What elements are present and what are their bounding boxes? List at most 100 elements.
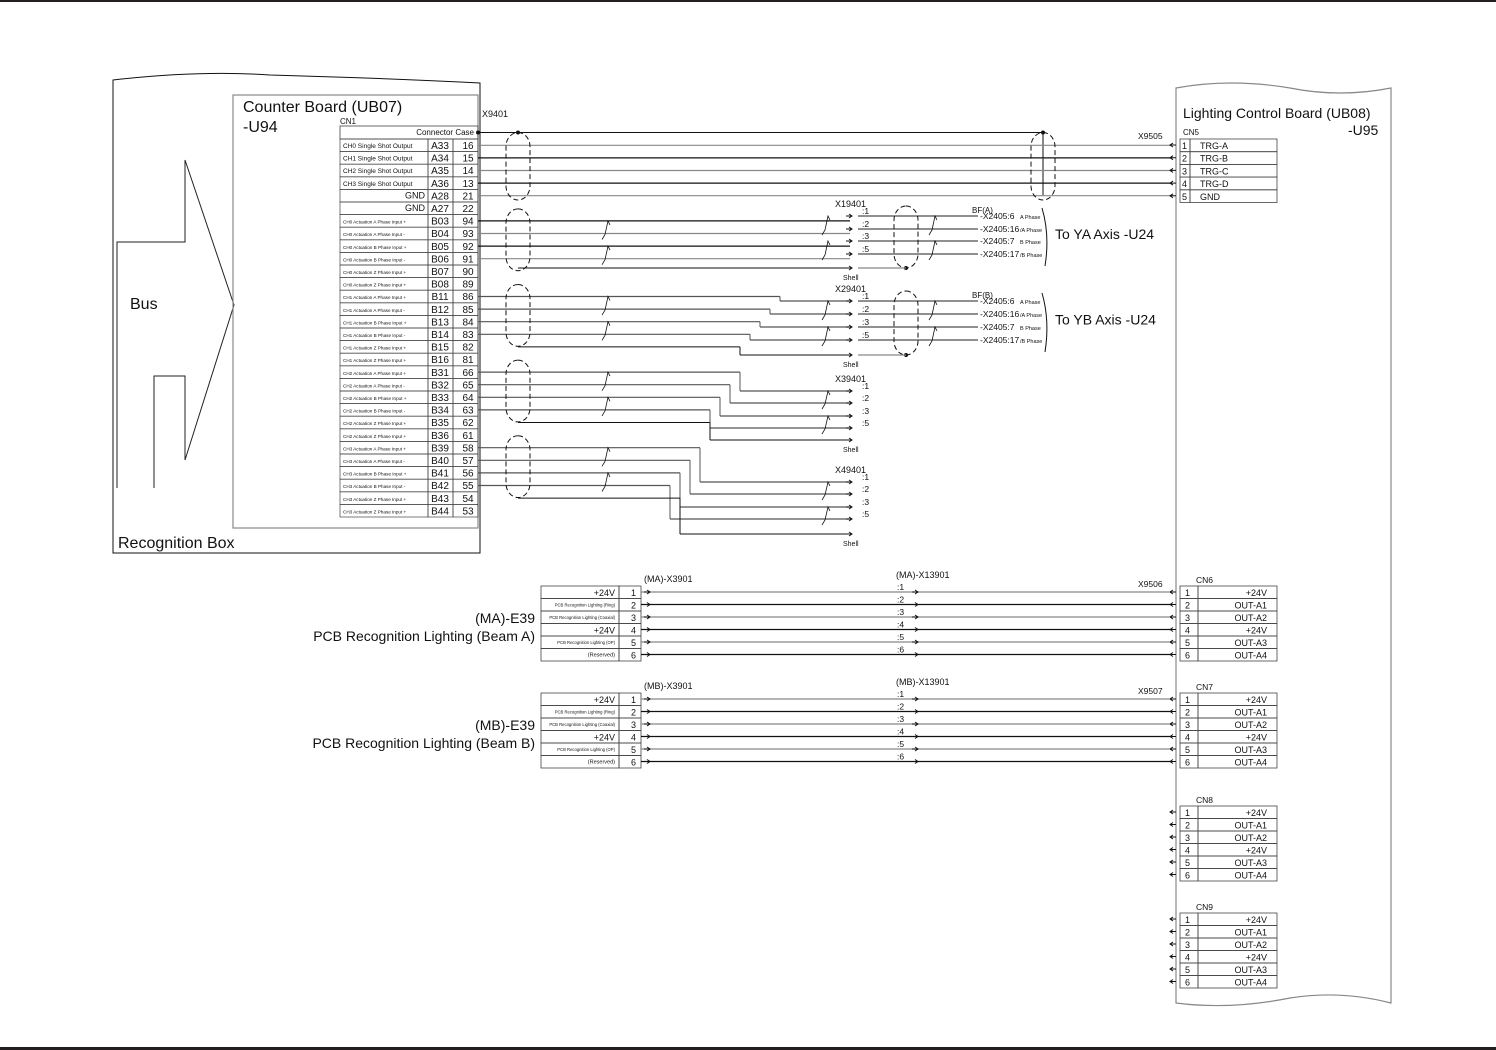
cn1-signal-label: CH0 Actuation B Phase Input + <box>343 245 407 250</box>
axis-connector-label: X29401 <box>835 284 866 294</box>
cn1-signal-label: CH0 Actuation A Phase Input + <box>343 220 406 225</box>
arrow-left-icon <box>1169 834 1176 840</box>
cn1-num-label: 58 <box>462 443 474 454</box>
output-pin-num: 2 <box>1185 601 1190 611</box>
bus-label: Bus <box>130 296 158 313</box>
arrow-right-icon <box>912 602 919 607</box>
output-cable-label: X9506 <box>1138 579 1163 589</box>
axis-pin-label: :2 <box>862 304 869 314</box>
cn1-signal-label: CH2 Actuation Z Phase Input + <box>343 421 407 426</box>
lighting-signal-label: PCB Recognition Lighting (Ring) <box>555 603 616 608</box>
output-signal: OUT-A1 <box>1234 821 1267 831</box>
output-pin-num: 5 <box>1185 638 1190 648</box>
mid-pin-label: :6 <box>897 645 904 655</box>
cn1-num-label: 15 <box>462 154 474 165</box>
wire-group <box>476 130 1172 537</box>
twisted-pair-icon <box>821 389 831 410</box>
output-cable-label: X9507 <box>1138 686 1163 696</box>
target-connector-label: -X2405:6 <box>980 296 1015 306</box>
arrow-right-icon <box>644 602 651 607</box>
cn5-pin-num: 3 <box>1182 166 1187 176</box>
recognition-box-title: Recognition Box <box>118 535 235 552</box>
lighting-signal-label: +24V <box>594 588 615 598</box>
lighting-pin-num: 2 <box>631 708 636 718</box>
output-pin-num: 6 <box>1185 978 1190 988</box>
axis-pin-label: :3 <box>862 497 869 507</box>
arrow-right-icon <box>846 425 853 431</box>
arrow-right-icon <box>644 734 651 739</box>
target-phase-label: A Phase <box>1020 215 1041 221</box>
arrow-left-icon <box>1169 602 1176 607</box>
cn1-signal-label: GND <box>405 203 426 213</box>
arrow-left-icon <box>1169 696 1176 702</box>
output-pin-num: 3 <box>1185 940 1190 950</box>
lighting-pin-num: 1 <box>631 695 636 705</box>
output-signal: OUT-A3 <box>1234 858 1267 868</box>
cn1-signal-label: CH3 Actuation Z Phase Input + <box>343 509 407 514</box>
arrow-right-icon <box>846 324 853 330</box>
arrow-left-icon <box>1169 809 1176 815</box>
twisted-pair-icon <box>601 471 611 492</box>
mid-pin-label: :4 <box>897 727 904 737</box>
lighting-pin-num: 4 <box>631 626 636 636</box>
cn1-num-label: 57 <box>462 456 474 467</box>
arrow-right-icon <box>644 652 651 657</box>
target-phase-label: /B Phase <box>1020 339 1042 345</box>
axis-pin-label: :2 <box>862 393 869 403</box>
cn1-pin-label: A27 <box>431 204 449 215</box>
shield-icon <box>1030 132 1056 201</box>
arrow-right-icon <box>846 388 853 394</box>
twisted-pair-icon <box>928 325 938 347</box>
cn1-num-label: 93 <box>462 229 474 240</box>
cn1-label: CN1 <box>340 117 357 126</box>
target-phase-label: A Phase <box>1020 300 1041 306</box>
shell-label: Shell <box>843 362 859 369</box>
cn1-pin-label: B03 <box>431 217 449 228</box>
arrow-right-icon <box>644 721 651 727</box>
cn1-num-label: 84 <box>462 317 474 328</box>
shield-icon <box>505 132 531 201</box>
cn1-signal-label: GND <box>405 190 426 200</box>
arrow-right-icon <box>912 614 919 620</box>
cn1-signal-label: CH0 Actuation Z Phase Input + <box>343 283 407 288</box>
cn5-signal: TRG-B <box>1200 154 1228 164</box>
output-signal-cell <box>1197 975 1278 989</box>
shield-icon <box>893 205 919 269</box>
output-signal: OUT-A3 <box>1234 638 1267 648</box>
lighting-unit-ref: (MB)-E39 <box>475 717 535 733</box>
bus-arrow-shape <box>116 159 235 488</box>
arrow-right-icon <box>912 721 919 727</box>
axis-pin-label: :3 <box>862 231 869 241</box>
cn1-signal-label: CH1 Actuation Z Phase Input + <box>343 346 407 351</box>
cn1-signal-label: CH3 Single Shot Output <box>343 181 413 188</box>
target-phase-label: B Phase <box>1020 326 1041 332</box>
cn1-signal-label: CH0 Actuation Z Phase Input + <box>343 270 407 275</box>
cn1-num-label: 64 <box>462 393 474 404</box>
arrow-right-icon <box>846 413 853 419</box>
target-connector-label: -X2405:16 <box>980 309 1019 319</box>
cn1-pin-label: B04 <box>431 229 449 240</box>
mid-pin-label: :4 <box>897 620 904 630</box>
arrow-left-icon <box>1169 847 1176 852</box>
twisted-pair-icon <box>601 219 611 240</box>
cn1-num-label: 22 <box>462 204 474 215</box>
output-pin-num: 1 <box>1185 588 1190 598</box>
cn1-pin-label: B13 <box>431 317 449 328</box>
cn1-num-label: 55 <box>462 481 474 492</box>
twisted-pair-icon <box>928 239 938 261</box>
arrow-right-icon <box>644 709 651 714</box>
arrow-left-icon <box>1169 746 1176 752</box>
output-pin-num: 1 <box>1185 808 1190 818</box>
lighting-signal-label: +24V <box>594 626 615 636</box>
arrow-left-icon <box>1169 979 1176 984</box>
arrow-right-icon <box>912 759 919 764</box>
cn1-num-label: 62 <box>462 418 474 429</box>
cn5-pin-num: 4 <box>1182 179 1187 189</box>
output-signal-cell <box>1197 755 1278 769</box>
brace-icon <box>1041 207 1048 267</box>
shell-label: Shell <box>843 447 859 454</box>
cn1-num-cell <box>452 504 479 518</box>
arrow-left-icon <box>1169 759 1176 764</box>
